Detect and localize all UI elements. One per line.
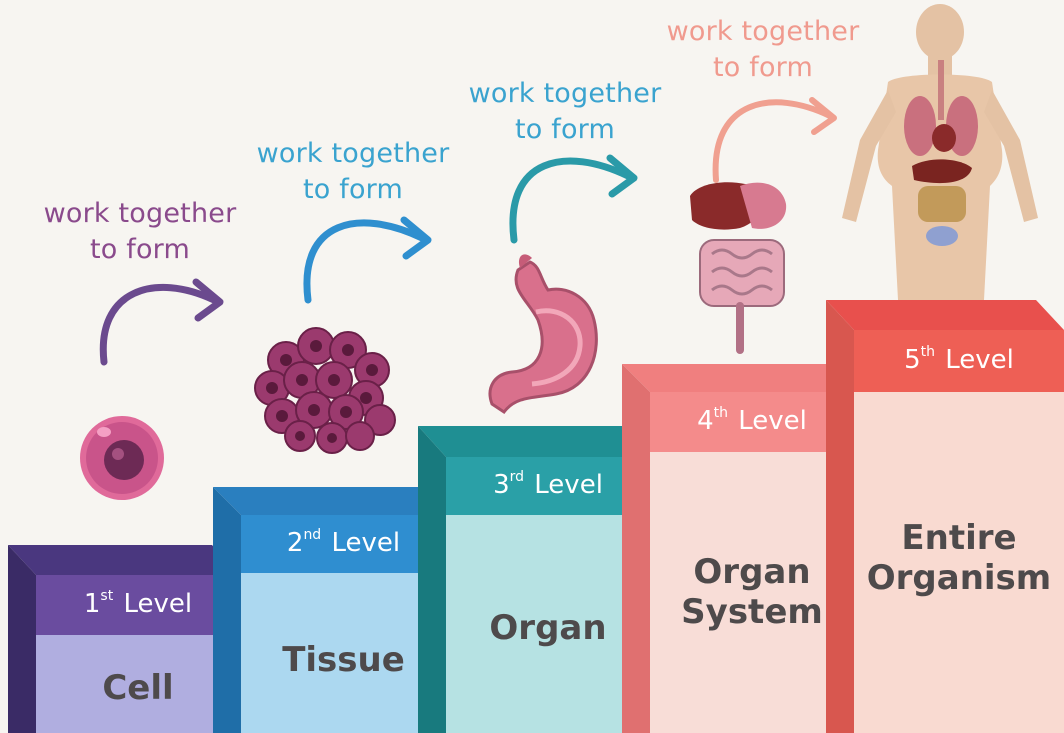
- arrow-2-line-2: to form: [228, 172, 478, 208]
- arrow-4: [716, 100, 834, 180]
- step-5-level-label: 5th Level: [854, 344, 1064, 375]
- step-5-name: Entire Organism: [854, 518, 1064, 598]
- step-3-name: Organ: [446, 608, 650, 648]
- step-2-name-line-1: Tissue: [241, 640, 446, 680]
- step-1-name-line-1: Cell: [36, 668, 240, 708]
- arrow-4-caption: work together to form: [638, 14, 888, 86]
- stomach-icon: [490, 254, 596, 412]
- arrow-4-line-1: work together: [638, 14, 888, 50]
- step-2-ordinal: 2: [287, 528, 304, 558]
- step-4-level-word: Level: [738, 406, 807, 436]
- step-4-ordinal: 4: [697, 406, 714, 436]
- step-2-level-word: Level: [331, 528, 400, 558]
- step-5-name-line-1: Entire: [854, 518, 1064, 558]
- step-5-suffix: th: [921, 344, 935, 360]
- arrow-3: [513, 158, 634, 240]
- arrow-1: [103, 282, 220, 362]
- arrow-2: [307, 220, 428, 300]
- step-2-level-label: 2nd Level: [241, 527, 446, 558]
- arrow-4-line-2: to form: [638, 50, 888, 86]
- step-3-suffix: rd: [510, 469, 524, 485]
- cell-icon: [80, 416, 164, 500]
- step-5-name-line-2: Organism: [854, 558, 1064, 598]
- step-3-ordinal: 3: [493, 470, 510, 500]
- step-1-level-label: 1st Level: [36, 588, 240, 619]
- step-4-name-line-1: Organ: [650, 552, 854, 592]
- step-4-name: Organ System: [650, 552, 854, 632]
- step-2-name: Tissue: [241, 640, 446, 680]
- arrow-1-line-2: to form: [20, 232, 260, 268]
- step-5-level-word: Level: [945, 345, 1014, 375]
- step-1-suffix: st: [100, 588, 113, 604]
- step-2-suffix: nd: [303, 527, 321, 543]
- step-4-name-line-2: System: [650, 592, 854, 632]
- step-4-level-label: 4th Level: [650, 405, 854, 436]
- step-2-block: [213, 487, 446, 733]
- step-1-level-word: Level: [123, 589, 192, 619]
- step-3-level-word: Level: [534, 470, 603, 500]
- tissue-icon: [255, 328, 395, 453]
- arrow-3-line-2: to form: [440, 112, 690, 148]
- step-3-name-line-1: Organ: [446, 608, 650, 648]
- arrow-3-caption: work together to form: [440, 76, 690, 148]
- step-1-ordinal: 1: [84, 589, 101, 619]
- step-1-name: Cell: [36, 668, 240, 708]
- step-5-ordinal: 5: [904, 345, 921, 375]
- arrow-1-caption: work together to form: [20, 196, 260, 268]
- digestive-system-icon: [690, 182, 786, 350]
- step-4-suffix: th: [714, 405, 728, 421]
- step-3-level-label: 3rd Level: [446, 469, 650, 500]
- arrow-1-line-1: work together: [20, 196, 260, 232]
